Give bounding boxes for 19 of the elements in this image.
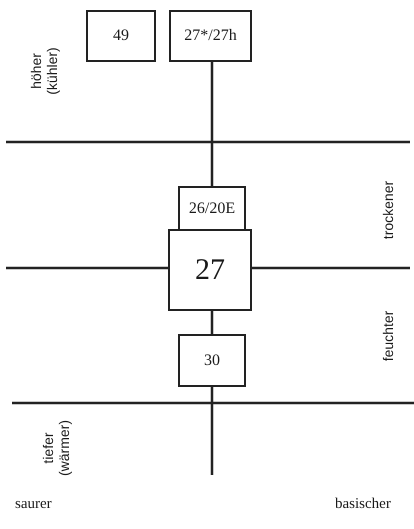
class-box: [178, 186, 246, 231]
axis-label: saurer: [15, 496, 52, 513]
class-box: [168, 229, 252, 311]
axis-label: basischer: [335, 496, 391, 513]
axis-label: höher (kühler): [28, 46, 60, 97]
connector-line: [210, 62, 214, 186]
box-label: 27*/27h: [184, 27, 237, 45]
class-box: [178, 334, 246, 387]
connector-line: [210, 387, 214, 475]
axis-label: trockener: [380, 180, 396, 242]
box-label: 49: [113, 27, 129, 45]
box-label: 27: [195, 253, 225, 287]
class-box: [169, 10, 252, 62]
box-label: 26/20E: [188, 200, 236, 218]
axis-label: feuchter: [380, 310, 396, 364]
box-label: 30: [204, 352, 220, 370]
connector-line: [210, 311, 214, 334]
class-box: [86, 10, 156, 62]
axis-label: tiefer (wärmer): [40, 419, 72, 478]
